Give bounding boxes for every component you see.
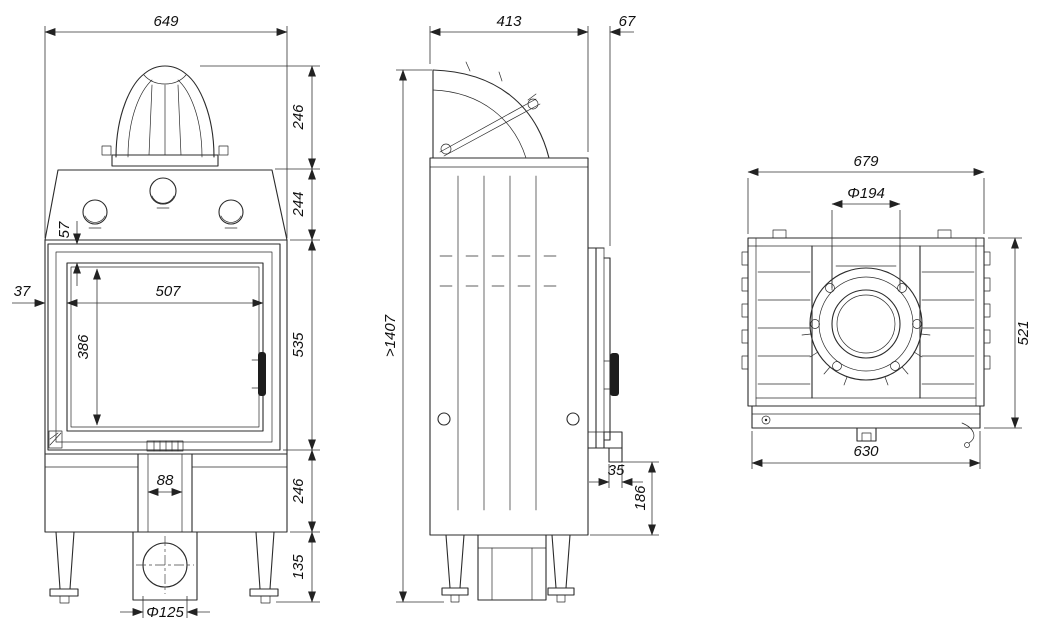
front-pedestal (137, 453, 193, 533)
front-legs-base (49, 531, 279, 604)
dim-front-frame-inset: 57 (56, 221, 73, 238)
dim-front-overall-width: 649 (153, 13, 179, 30)
dim-front-hood-height: 246 (290, 104, 307, 131)
top-dimensions: 679 Φ194 521 630 (747, 153, 1032, 469)
front-door-handle (251, 352, 266, 396)
top-base-plate (751, 405, 981, 448)
dim-front-glass-height: 386 (75, 334, 92, 360)
dim-top-collar-diameter: Φ194 (847, 185, 885, 202)
side-dimensions: 413 67 >1407 35 186 (382, 13, 659, 603)
side-handle-bar (610, 353, 619, 396)
front-hood (101, 65, 229, 167)
handle-bar (258, 352, 266, 396)
dim-side-depth: 413 (496, 13, 522, 30)
dim-side-front-offset: 67 (619, 13, 636, 30)
front-grill (146, 440, 184, 452)
dim-front-glass-width: 507 (155, 283, 181, 300)
dim-front-body-height: 535 (290, 332, 307, 358)
side-door-profile (587, 247, 619, 449)
front-view: 649 246 244 535 246 135 507 37 (12, 13, 320, 621)
dim-front-leg-height: 135 (290, 554, 307, 580)
collar-opening-circle (831, 289, 901, 359)
dim-front-outlet-diameter: Φ125 (146, 604, 184, 621)
dim-top-base-width: 630 (853, 443, 879, 460)
front-dimensions: 649 246 244 535 246 135 507 37 (12, 13, 320, 621)
dim-top-overall-width: 679 (853, 153, 879, 170)
side-legs-base (441, 534, 575, 603)
dim-side-bracket-height: 186 (632, 485, 649, 511)
side-body (429, 157, 589, 536)
dim-front-deflector-height: 244 (290, 191, 307, 217)
top-view: 679 Φ194 521 630 (741, 153, 1032, 469)
front-top-shoulder (44, 169, 288, 241)
dim-side-min-height: >1407 (382, 314, 399, 357)
side-bottom-bracket (587, 431, 623, 463)
dim-front-base-height: 246 (290, 478, 307, 505)
front-body-door (44, 239, 288, 533)
dim-front-pedestal-width: 88 (157, 472, 174, 489)
dim-top-overall-depth: 521 (1015, 320, 1032, 345)
top-flue-collar (801, 245, 931, 386)
front-damper-knobs (82, 177, 244, 229)
dim-side-bracket-width: 35 (608, 462, 625, 479)
top-casing (741, 229, 991, 407)
front-door-latch (48, 430, 63, 449)
dim-front-left-offset: 37 (14, 283, 31, 300)
side-view: 413 67 >1407 35 186 (382, 13, 659, 603)
side-flue-elbow (432, 61, 550, 159)
